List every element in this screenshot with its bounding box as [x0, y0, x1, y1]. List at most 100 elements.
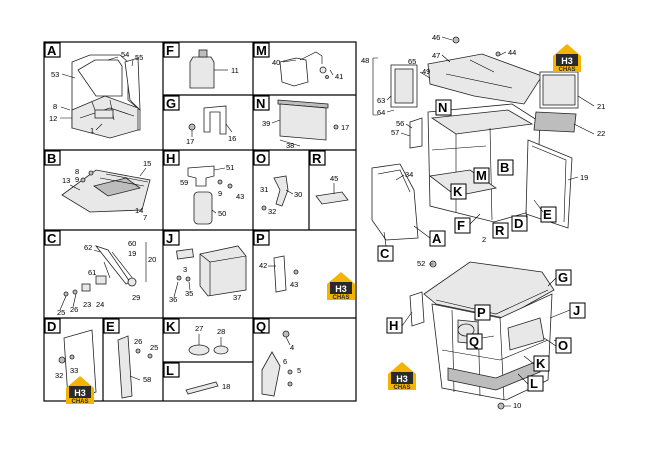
callout-letter-c: C	[380, 246, 390, 261]
cell-e: E 26 25 58	[103, 318, 158, 399]
cell-l: L 18	[163, 362, 230, 395]
cell-o-letter: O	[256, 151, 266, 166]
mirror-illustration	[279, 51, 327, 87]
callout-26: 26	[134, 337, 142, 346]
callout-53: 53	[51, 70, 59, 79]
callout-28: 28	[217, 327, 225, 336]
cell-d-letter: D	[47, 319, 56, 334]
callout-19: 19	[128, 249, 136, 258]
callout-22: 22	[597, 129, 605, 138]
callout-letter-p: P	[477, 305, 486, 320]
callout-64: 64	[377, 108, 385, 117]
callout-23: 23	[83, 300, 91, 309]
cover-illustration	[199, 245, 247, 297]
cell-r-letter: R	[312, 151, 322, 166]
callout-1: 1	[90, 126, 94, 135]
latch-illustration	[273, 175, 289, 207]
cab-frame-illustration	[71, 54, 141, 139]
callout-19: 19	[580, 173, 588, 182]
cell-c: C 62 60 19 20 61 23 24 26 25 29	[44, 230, 156, 317]
cell-m-letter: M	[256, 43, 267, 58]
callout-57: 57	[391, 128, 399, 137]
callout-letter-f: F	[457, 218, 465, 233]
bracket-illustration	[187, 165, 215, 187]
cell-b: B 8 9 15 13 14 7	[44, 150, 151, 222]
cell-k-letter: K	[166, 319, 176, 334]
callout-letter-d: D	[514, 216, 523, 231]
cell-o: O 31 30 32	[253, 150, 302, 216]
cell-n: N 39 17 38	[253, 95, 349, 150]
callout-letter-b: B	[500, 160, 509, 175]
callout-43: 43	[236, 192, 244, 201]
rail-illustration	[185, 381, 219, 395]
callout-37: 37	[233, 293, 241, 302]
handle-illustration	[193, 191, 213, 225]
callout-6: 6	[283, 357, 287, 366]
cell-j-letter: J	[166, 231, 173, 246]
mirror-illustration	[409, 117, 423, 149]
callout-43: 43	[290, 280, 298, 289]
roof-illustration	[427, 53, 543, 105]
logo-text-h3: H3	[74, 388, 86, 398]
logo-text-chas: CHAS	[558, 67, 575, 73]
callout-21: 21	[597, 102, 605, 111]
grid-frame	[43, 41, 357, 402]
callout-46: 46	[432, 33, 440, 42]
cell-e-letter: E	[106, 319, 115, 334]
lower-roof-illustration	[423, 261, 555, 319]
reservoir-illustration	[189, 56, 215, 89]
callout-30: 30	[294, 190, 302, 199]
callout-16: 16	[228, 134, 236, 143]
panel-illustration	[63, 329, 97, 399]
logo-text-chas: CHAS	[393, 385, 410, 391]
callout-13: 13	[62, 176, 70, 185]
callout-25: 25	[57, 308, 65, 317]
callout-letter-k: K	[536, 356, 546, 371]
callout-33: 33	[70, 366, 78, 375]
logo-text-h3: H3	[561, 56, 573, 66]
callout-44: 44	[508, 48, 516, 57]
cell-p: P 42 43	[253, 230, 299, 293]
callout-47: 47	[432, 51, 440, 60]
callout-letter-l: L	[530, 376, 538, 391]
callout-60: 60	[128, 239, 136, 248]
cell-j: J 3 36 35 37	[163, 230, 247, 304]
cell-m: M 40 41	[253, 42, 343, 87]
watermark-logo-middle: H3 CHAS	[327, 272, 355, 301]
callout-letter-m: M	[476, 168, 487, 183]
cell-n-letter: N	[256, 96, 265, 111]
callout-letter-g: G	[558, 270, 568, 285]
watermark-logo-top: H3 CHAS	[553, 44, 581, 73]
callout-20: 20	[148, 255, 156, 264]
cell-f: F 11	[163, 42, 239, 89]
callout-11: 11	[231, 66, 239, 75]
callout-27: 27	[195, 324, 203, 333]
callout-letter-o: O	[558, 338, 568, 353]
logo-text-h3: H3	[396, 374, 408, 384]
callout-32: 32	[55, 371, 63, 380]
callout-58: 58	[143, 375, 151, 384]
callout-7: 7	[143, 213, 147, 222]
callout-10: 10	[513, 401, 521, 410]
detail-grid	[43, 41, 357, 402]
callout-34: 34	[405, 170, 413, 179]
cell-g-letter: G	[166, 96, 176, 111]
callout-65: 65	[408, 57, 416, 66]
door-illustration	[525, 139, 573, 229]
callout-12: 12	[49, 114, 57, 123]
callout-25: 25	[150, 343, 158, 352]
plug-illustration	[188, 344, 210, 356]
cell-p-letter: P	[256, 231, 265, 246]
callout-18: 18	[222, 382, 230, 391]
plate-illustration	[273, 255, 287, 293]
callout-letter-n: N	[438, 100, 447, 115]
watermark-logo-lower: H3 CHAS	[388, 362, 416, 391]
callout-26: 26	[70, 305, 78, 314]
logo-text-h3: H3	[335, 284, 347, 294]
callout-14: 14	[135, 206, 143, 215]
logo-text-chas: CHAS	[71, 399, 88, 405]
logo-text-chas: CHAS	[332, 295, 349, 301]
callout-17: 17	[186, 137, 194, 146]
